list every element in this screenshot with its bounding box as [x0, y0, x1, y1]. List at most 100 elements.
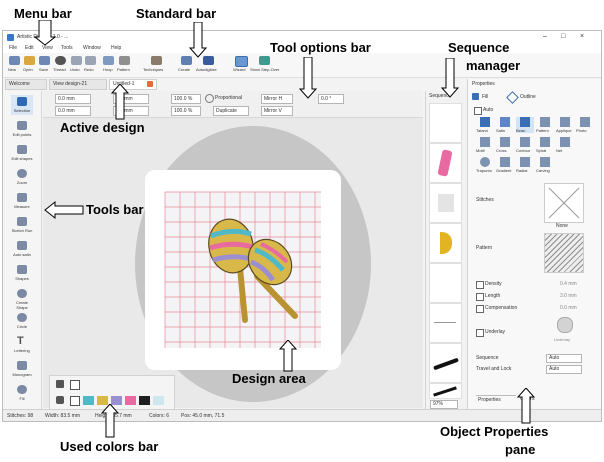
- fill-bucket-icon[interactable]: [56, 396, 64, 404]
- fill-type-applique[interactable]: Applique: [556, 117, 574, 133]
- menu-edit[interactable]: Edit: [25, 45, 34, 51]
- tab-welcome[interactable]: Welcome: [5, 79, 47, 90]
- pattern-preview[interactable]: [544, 233, 584, 273]
- autodigitize-icon[interactable]: [203, 56, 214, 65]
- redo-icon[interactable]: [85, 56, 96, 65]
- sequence-item-3[interactable]: [429, 183, 462, 223]
- color-swatch-5[interactable]: [139, 396, 150, 405]
- fill-type-radial[interactable]: Radial: [516, 157, 534, 173]
- save-icon[interactable]: [39, 56, 50, 65]
- tab-untitled-active[interactable]: Untitled-1: [109, 79, 157, 90]
- fill-type-grid: Tatami Satin Bean Pattern Applique Photo…: [476, 117, 598, 181]
- y-field[interactable]: 0.0 mm: [55, 106, 91, 116]
- tool-zoom[interactable]: Zoom: [11, 167, 33, 187]
- fill-type-satin[interactable]: Satin: [496, 117, 514, 133]
- sequence-item-5[interactable]: [429, 263, 462, 303]
- fill-type-carving[interactable]: Carving: [536, 157, 554, 173]
- tab-view-design[interactable]: View design-21: [49, 79, 107, 90]
- color-swatch-4[interactable]: [125, 396, 136, 405]
- sequence-item-1[interactable]: [429, 103, 462, 143]
- fill-type-gradient[interactable]: Gradient: [496, 157, 514, 173]
- fill-type-contour[interactable]: Contour: [516, 137, 534, 153]
- sequence-item-2[interactable]: [429, 143, 462, 183]
- underlay-preview[interactable]: [552, 315, 576, 335]
- no-color-icon[interactable]: [70, 380, 80, 390]
- minimize-button[interactable]: –: [543, 33, 547, 40]
- x-field[interactable]: 0.0 mm: [55, 94, 91, 104]
- sequence-select[interactable]: Auto: [546, 354, 582, 363]
- rotate-field[interactable]: 0.0 °: [318, 94, 344, 104]
- outline-tab[interactable]: Outline: [506, 91, 544, 104]
- menu-file[interactable]: File: [9, 45, 18, 51]
- travel-lock-select[interactable]: Auto: [546, 365, 582, 374]
- density-checkbox[interactable]: [476, 281, 484, 289]
- fill-type-motif[interactable]: Motif: [476, 137, 494, 153]
- color-swatch-6[interactable]: [153, 396, 164, 405]
- techniques-icon[interactable]: [151, 56, 162, 65]
- length-checkbox[interactable]: [476, 293, 484, 301]
- maximize-button[interactable]: □: [561, 33, 566, 40]
- proportional-toggle-icon[interactable]: [205, 94, 214, 103]
- fill-type-trapunto[interactable]: Trapunto: [476, 157, 494, 173]
- stitches-preview[interactable]: [544, 183, 584, 223]
- pipette-icon[interactable]: [56, 380, 64, 388]
- tool-fill[interactable]: Fill: [11, 383, 33, 403]
- color-swatch-none[interactable]: [70, 396, 80, 406]
- sequence-manager: Sequence 97%: [425, 91, 466, 409]
- fill-type-spiral[interactable]: Spiral: [536, 137, 554, 153]
- sequence-item-7[interactable]: [429, 343, 462, 383]
- menu-help[interactable]: Help: [111, 45, 122, 51]
- tool-shapes[interactable]: Shapes: [11, 263, 33, 283]
- menu-tools[interactable]: Tools: [61, 45, 73, 51]
- design-canvas[interactable]: [145, 170, 341, 370]
- fill-type-cross[interactable]: Cross: [496, 137, 514, 153]
- fill-type-photo[interactable]: Photo: [576, 117, 594, 133]
- new-icon[interactable]: [9, 56, 20, 65]
- fill-type-pattern[interactable]: Pattern: [536, 117, 554, 133]
- sequence-item-4[interactable]: [429, 223, 462, 263]
- tool-measure[interactable]: Measure: [11, 191, 33, 211]
- zoom-level[interactable]: 97%: [430, 400, 458, 409]
- color-swatch-2[interactable]: [97, 396, 108, 405]
- show-step-icon[interactable]: [259, 56, 270, 65]
- close-button[interactable]: ×: [580, 33, 585, 40]
- tool-edit-points[interactable]: Edit points: [11, 119, 33, 139]
- object-properties-pane: Properties Fill Outline Auto Tatami Sati…: [467, 79, 601, 409]
- tool-sketch-run[interactable]: Sketch Run: [11, 215, 33, 235]
- wizard-icon[interactable]: [235, 56, 248, 67]
- undo-icon[interactable]: [71, 56, 82, 65]
- underlay-checkbox[interactable]: [476, 329, 484, 337]
- tool-circle[interactable]: Circle: [11, 311, 33, 331]
- sequence-item-8[interactable]: [429, 383, 462, 399]
- mirror-v-button[interactable]: Mirror V: [261, 106, 293, 116]
- tool-auto-satin[interactable]: Auto satin: [11, 239, 33, 259]
- scale-y-field[interactable]: 100.0 %: [171, 106, 201, 116]
- color-swatch-1[interactable]: [83, 396, 94, 405]
- fill-type-bean[interactable]: Bean: [516, 117, 534, 133]
- sequence-item-6[interactable]: [429, 303, 462, 343]
- compensation-checkbox[interactable]: [476, 305, 484, 313]
- thread-icon[interactable]: [55, 56, 66, 65]
- menu-bar: File Edit View Tools Window Help: [3, 44, 601, 53]
- menu-view[interactable]: View: [42, 45, 53, 51]
- tool-edit-shapes[interactable]: Edit shapes: [11, 143, 33, 163]
- tab-close-icon[interactable]: [147, 81, 153, 87]
- mirror-h-button[interactable]: Mirror H: [261, 94, 293, 104]
- duplicate-button[interactable]: Duplicate: [213, 106, 249, 116]
- tool-create-shape[interactable]: Create Shape: [11, 287, 33, 310]
- menu-window[interactable]: Window: [83, 45, 101, 51]
- hoop-icon[interactable]: [103, 56, 114, 65]
- fill-type-net[interactable]: Net: [556, 137, 574, 153]
- create-icon[interactable]: [181, 56, 192, 65]
- pattern-icon[interactable]: [119, 56, 130, 65]
- auto-checkbox[interactable]: [474, 107, 482, 115]
- fill-type-tatami[interactable]: Tatami: [476, 117, 494, 133]
- scale-x-field[interactable]: 100.0 %: [171, 94, 201, 104]
- open-icon[interactable]: [24, 56, 35, 65]
- tool-selection[interactable]: Selection: [11, 95, 33, 115]
- properties-bottom-tab-properties[interactable]: Properties: [476, 395, 516, 405]
- fill-tab[interactable]: Fill: [472, 91, 500, 103]
- color-swatch-3[interactable]: [111, 396, 122, 405]
- tool-monogram[interactable]: Monogram: [11, 359, 33, 379]
